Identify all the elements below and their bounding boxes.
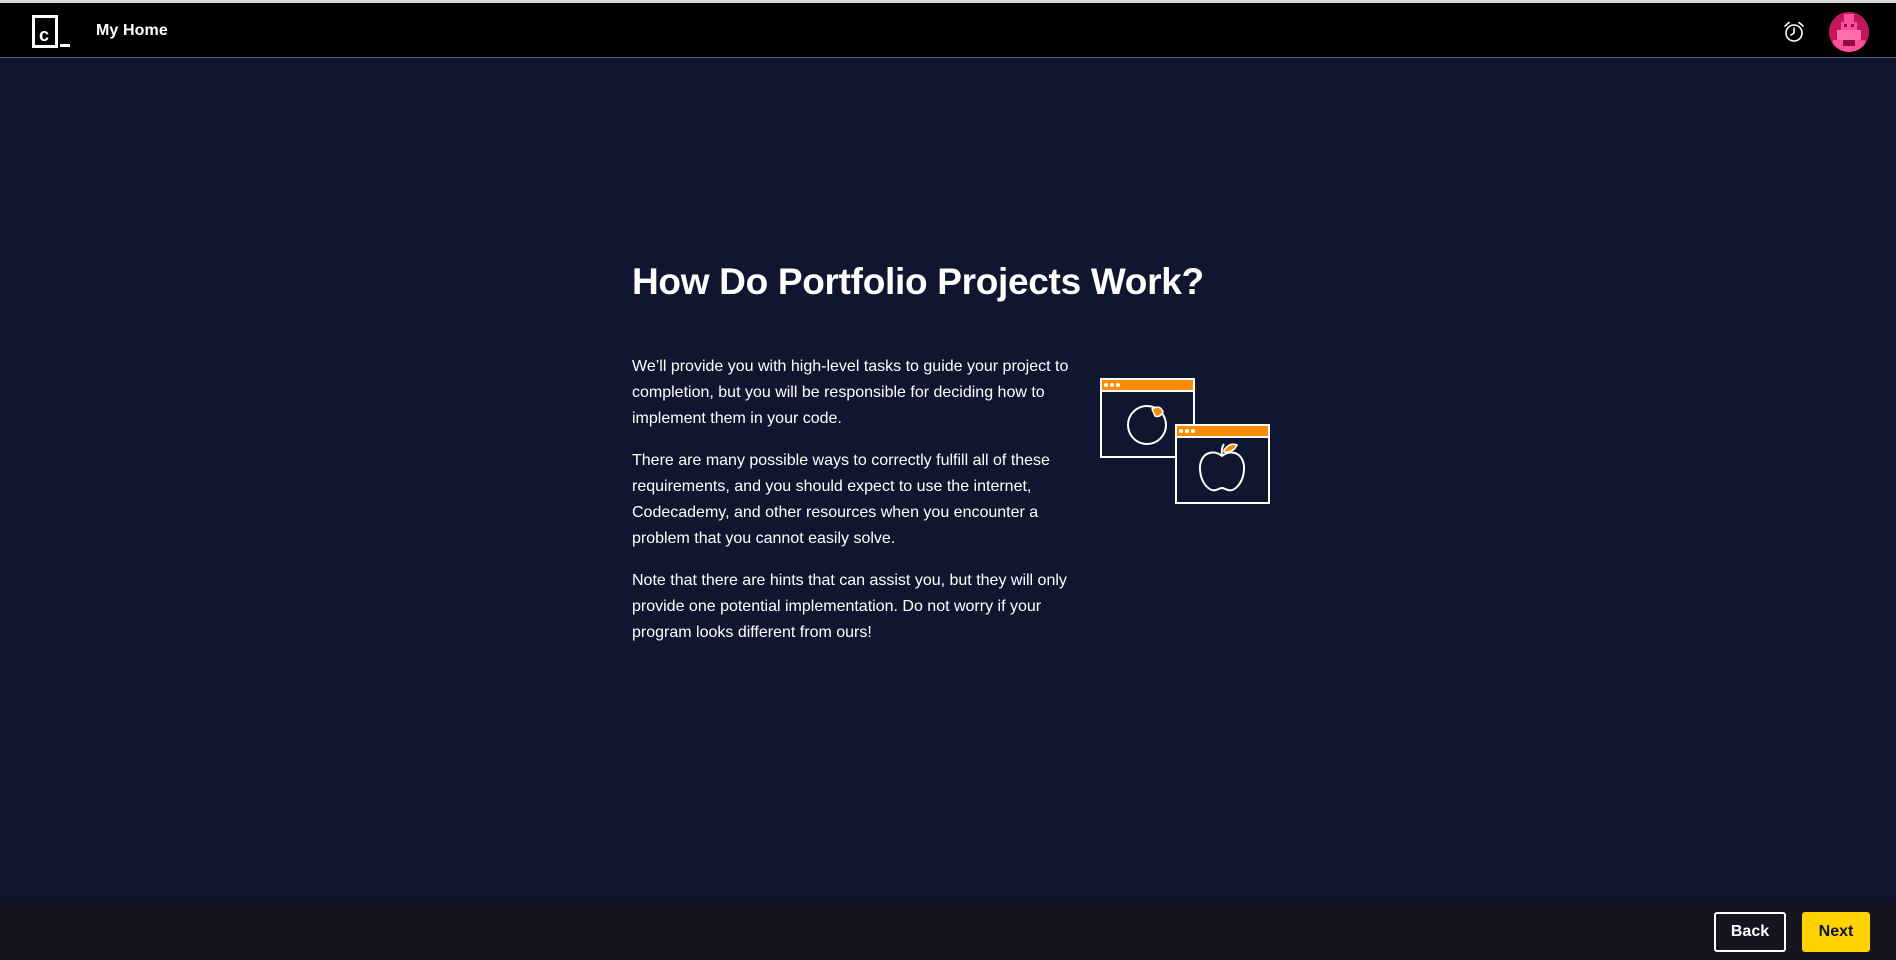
alarm-clock-icon[interactable]: [1782, 20, 1806, 44]
paragraph-hints: Note that there are hints that can assis…: [632, 572, 1067, 641]
paragraph-requirements: There are many possible ways to correctl…: [632, 452, 1050, 547]
svg-text:c: c: [39, 25, 49, 45]
footer-navigation: Back Next: [0, 900, 1896, 960]
intro-text: We’ll provide you with high-level tasks …: [632, 354, 1080, 662]
user-avatar[interactable]: [1829, 12, 1869, 52]
page-title: How Do Portfolio Projects Work?: [632, 261, 1204, 302]
main-content: How Do Portfolio Projects Work? We’ll pr…: [0, 58, 1896, 900]
codecademy-logo-icon[interactable]: c: [32, 15, 72, 49]
my-home-link[interactable]: My Home: [96, 22, 168, 39]
browser-windows-apple-icon: [1100, 378, 1272, 508]
top-navigation-bar: c My Home: [0, 0, 1896, 58]
back-button[interactable]: Back: [1714, 912, 1786, 952]
next-button[interactable]: Next: [1802, 912, 1870, 952]
paragraph-tasks: We’ll provide you with high-level tasks …: [632, 358, 1069, 427]
